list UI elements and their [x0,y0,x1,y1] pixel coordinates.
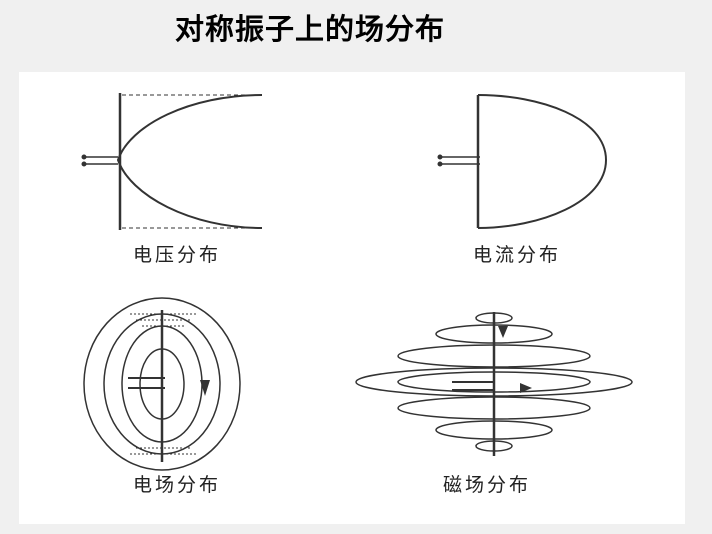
electric-field-diagram [83,297,241,471]
current-distribution-diagram [437,94,608,229]
magnetic-field-diagram [355,312,633,456]
figure-panel [19,72,685,524]
caption-voltage-distribution: 电压分布 [132,244,221,266]
caption-magnetic-field-distribution: 磁场分布 [442,474,531,496]
caption-electric-field-distribution: 电场分布 [132,474,221,496]
slide-title: 对称振子上的场分布 [174,12,445,46]
voltage-distribution-diagram [81,93,263,230]
caption-current-distribution: 电流分布 [472,244,561,266]
